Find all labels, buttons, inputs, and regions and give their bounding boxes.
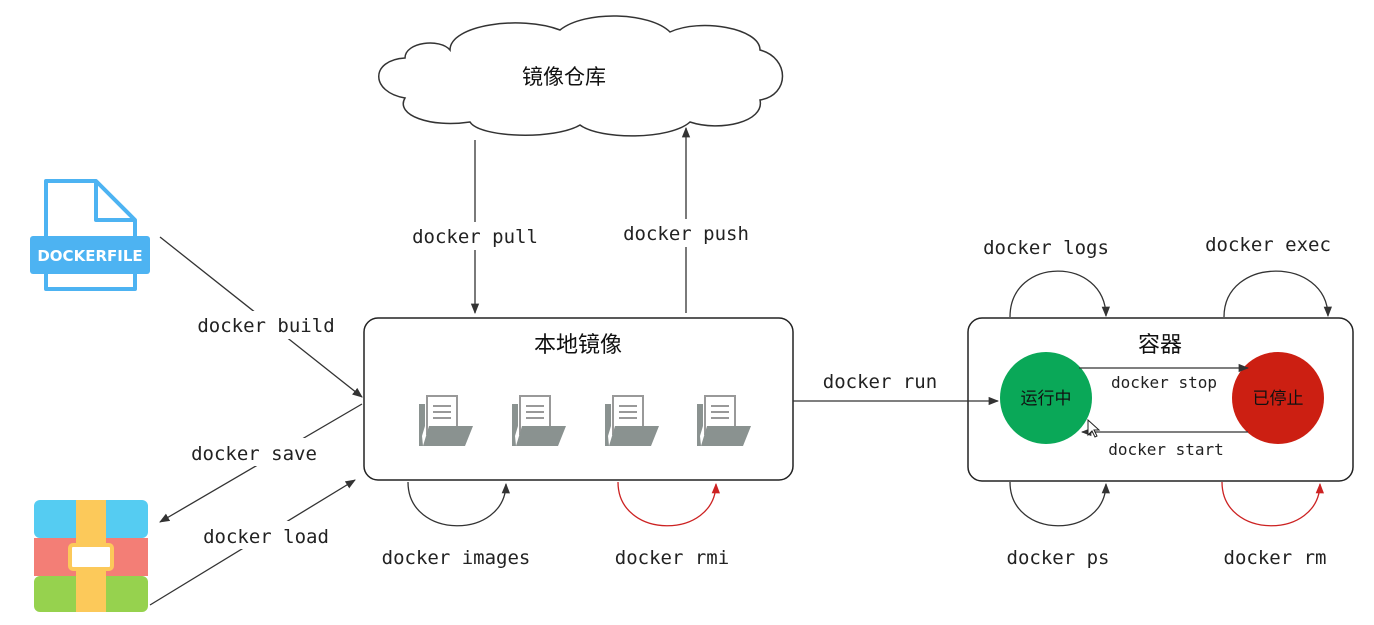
dockerfile-icon xyxy=(30,179,150,291)
local-images-label: 本地镜像 xyxy=(534,333,622,358)
image-file-icon xyxy=(512,395,566,446)
archive-icon xyxy=(34,500,148,612)
registry-label: 镜像仓库 xyxy=(522,65,606,89)
ps-label: docker ps xyxy=(1007,547,1110,569)
image-file-icon xyxy=(419,395,473,446)
exec-loop-arrow xyxy=(1223,270,1332,318)
running-state-label: 运行中 xyxy=(1021,389,1072,409)
start-label: docker start xyxy=(1108,440,1224,459)
stopped-state-circle xyxy=(1232,352,1324,444)
container-label: 容器 xyxy=(1138,333,1182,358)
ps-loop-arrow xyxy=(1009,481,1110,527)
exec-label: docker exec xyxy=(1205,234,1331,256)
rmi-loop-arrow xyxy=(617,481,720,527)
local-images-box xyxy=(363,317,794,481)
pull-label: docker pull xyxy=(412,226,538,248)
rm-label: docker rm xyxy=(1224,547,1327,569)
logs-loop-arrow xyxy=(1009,270,1110,318)
rm-loop-arrow xyxy=(1221,481,1324,527)
logs-label: docker logs xyxy=(983,237,1109,259)
images-label: docker images xyxy=(382,547,531,569)
rmi-label: docker rmi xyxy=(615,547,729,569)
dockerfile-icon-text: DOCKERFILE xyxy=(37,247,142,265)
stop-label: docker stop xyxy=(1111,373,1217,392)
image-file-icon xyxy=(697,395,751,446)
running-state-circle xyxy=(1000,352,1092,444)
images-loop-arrow xyxy=(407,481,510,527)
push-label: docker push xyxy=(623,223,749,245)
registry-cloud xyxy=(378,15,784,137)
run-label: docker run xyxy=(823,371,937,393)
image-file-icon xyxy=(605,395,659,446)
stopped-state-label: 已停止 xyxy=(1253,389,1304,409)
load-label: docker load xyxy=(203,526,329,548)
mouse-cursor-icon xyxy=(1087,418,1101,438)
save-label: docker save xyxy=(191,443,317,465)
build-label: docker build xyxy=(197,315,334,337)
